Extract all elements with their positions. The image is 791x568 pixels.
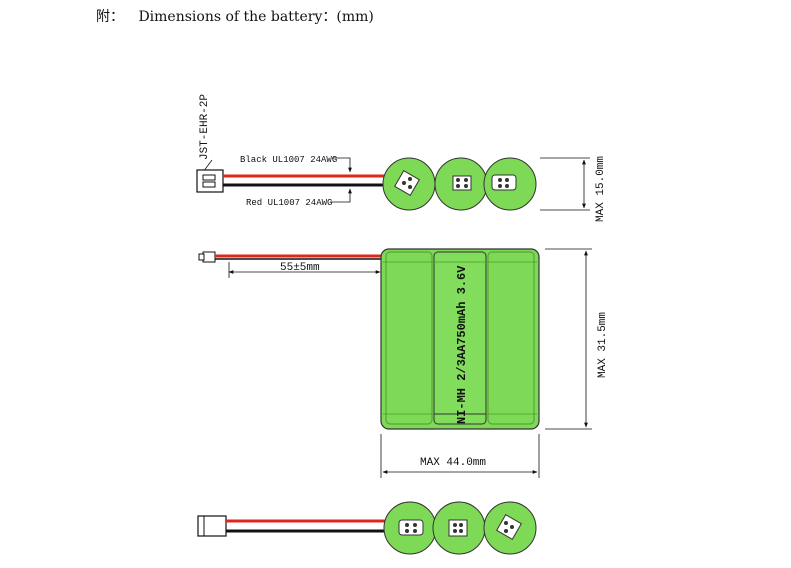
connector-side	[202, 251, 216, 263]
cell-terminal	[452, 175, 472, 191]
cell-terminal	[394, 170, 420, 196]
thickness-dimension: MAX 15.0mm	[595, 156, 607, 222]
cell-terminal	[398, 519, 424, 536]
header-prefix: 附：	[96, 9, 124, 25]
width-dimension: MAX 44.0mm	[420, 457, 486, 469]
cell-terminal	[496, 514, 522, 540]
front-view: 55±5mm NI-MH 2/3AA750mAh 3.6V MAX 31.5mm…	[198, 248, 609, 478]
cell-terminal	[448, 519, 468, 537]
connector-model-label: JST-EHR-2P	[199, 94, 211, 160]
cell-label: NI-MH 2/3AA750mAh 3.6V	[455, 265, 469, 424]
connector-pin	[202, 174, 216, 181]
bottom-view	[197, 501, 537, 555]
height-dimension: MAX 31.5mm	[597, 312, 609, 378]
page-header: 附： Dimensions of the battery：(mm)	[96, 6, 374, 26]
black-wire-label: Black UL1007 24AWG	[240, 155, 337, 165]
connector-pin	[202, 181, 216, 188]
black-wire-leader	[332, 157, 352, 173]
header-title: Dimensions of the battery：(mm)	[138, 9, 374, 25]
cell-terminal	[491, 174, 517, 191]
red-wire-label: Red UL1007 24AWG	[246, 198, 332, 208]
red-wire-leader	[330, 188, 352, 203]
top-view: JST-EHR-2P Black UL1007 24AWG Red UL1007…	[196, 94, 607, 222]
connector-housing	[196, 169, 224, 193]
connector-housing	[197, 515, 227, 537]
wire-length-label: 55±5mm	[280, 262, 320, 274]
